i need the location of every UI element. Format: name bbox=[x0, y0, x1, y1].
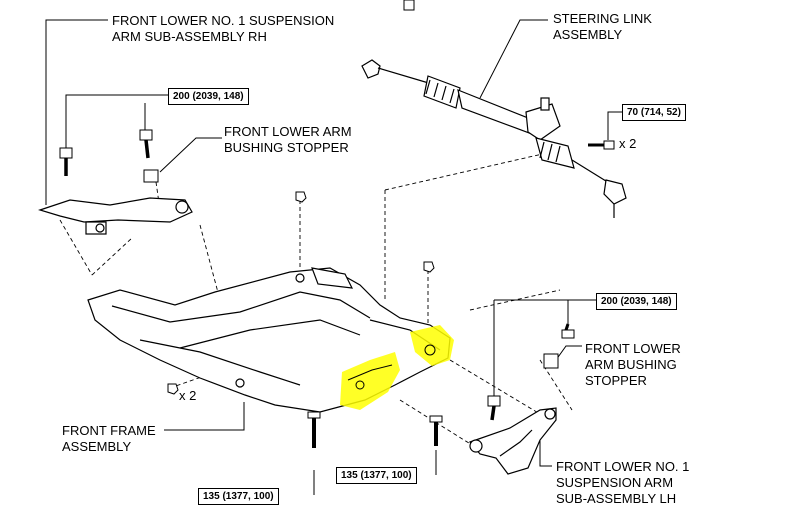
label-line: FRONT LOWER NO. 1 SUSPENSION bbox=[112, 13, 335, 28]
nut-icon-group bbox=[167, 0, 435, 395]
torque-box-bottom-left: 135 (1377, 100) bbox=[198, 488, 279, 505]
bottom-bolt-icons bbox=[307, 411, 443, 448]
label-line: STEERING LINK bbox=[553, 11, 652, 26]
steering-link-drawing bbox=[361, 59, 627, 218]
lower-arm-rh-drawing bbox=[38, 197, 193, 235]
bolt-icon-group-left bbox=[59, 129, 159, 183]
label-line: FRONT LOWER bbox=[585, 341, 681, 356]
label-line: ARM BUSHING bbox=[585, 357, 677, 372]
highlight-outline bbox=[347, 344, 436, 390]
lower-arm-lh-drawing bbox=[468, 407, 557, 475]
label-line: STOPPER bbox=[585, 373, 647, 388]
label-bushing-stopper-left: FRONT LOWER ARM BUSHING STOPPER bbox=[224, 124, 352, 156]
torque-box-top-right: 70 (714, 52) bbox=[622, 104, 686, 121]
label-line: FRONT FRAME bbox=[62, 423, 156, 438]
torque-box-top-left: 200 (2039, 148) bbox=[168, 88, 249, 105]
front-frame-drawing bbox=[87, 267, 451, 413]
label-line: FRONT LOWER ARM bbox=[224, 124, 352, 139]
torque-box-bottom-center: 135 (1377, 100) bbox=[336, 467, 417, 484]
multiplier-steering-bolts: x 2 bbox=[619, 136, 637, 151]
label-steering-link: STEERING LINK ASSEMBLY bbox=[553, 11, 652, 43]
label-line: SUSPENSION ARM bbox=[556, 475, 674, 490]
label-line: ASSEMBLY bbox=[62, 439, 132, 454]
torque-box-mid-right: 200 (2039, 148) bbox=[596, 293, 677, 310]
right-bolt-icons bbox=[487, 323, 575, 421]
multiplier-frame-nuts: x 2 bbox=[179, 388, 197, 403]
leader-lines bbox=[45, 19, 622, 495]
label-front-frame: FRONT FRAME ASSEMBLY bbox=[62, 423, 156, 455]
label-line: FRONT LOWER NO. 1 bbox=[556, 459, 690, 474]
label-front-lower-arm-lh: FRONT LOWER NO. 1 SUSPENSION ARM SUB-ASS… bbox=[556, 459, 689, 507]
label-line: SUB-ASSEMBLY LH bbox=[556, 491, 677, 506]
label-line: BUSHING STOPPER bbox=[224, 140, 349, 155]
label-line: ARM SUB-ASSEMBLY RH bbox=[112, 29, 267, 44]
label-bushing-stopper-right: FRONT LOWER ARM BUSHING STOPPER bbox=[585, 341, 681, 389]
steering-bolt-icon bbox=[588, 140, 615, 150]
label-front-lower-arm-rh: FRONT LOWER NO. 1 SUSPENSION ARM SUB-ASS… bbox=[112, 13, 334, 45]
label-line: ASSEMBLY bbox=[553, 27, 623, 42]
